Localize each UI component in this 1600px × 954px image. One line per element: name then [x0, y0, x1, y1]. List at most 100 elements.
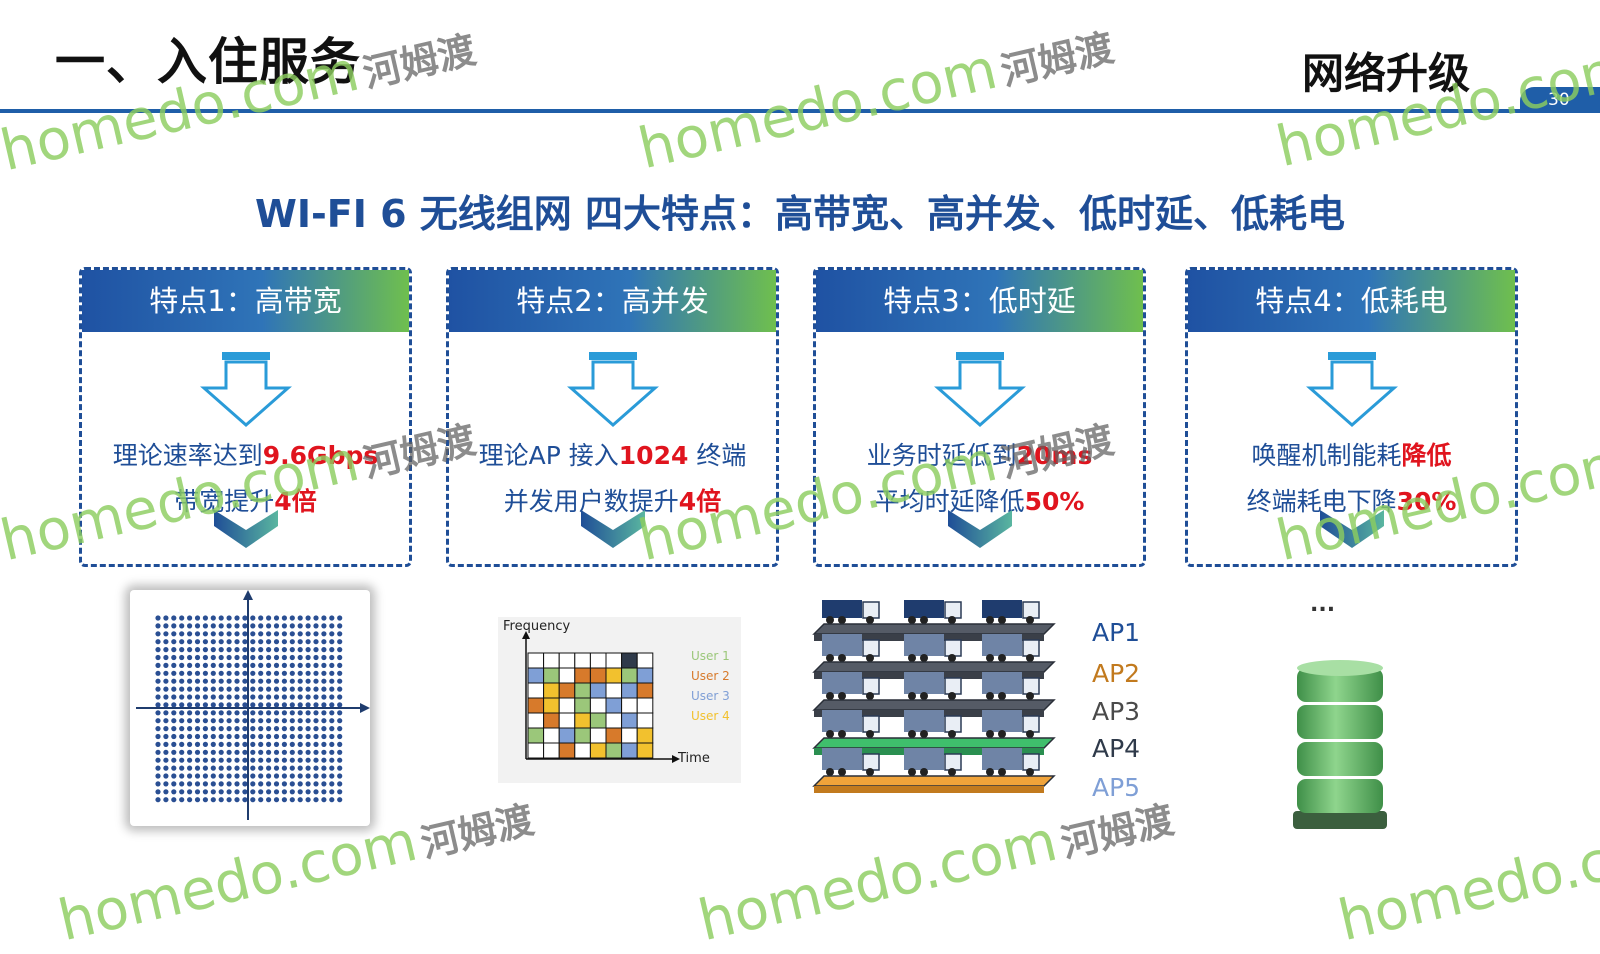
constellation-dot	[179, 797, 185, 803]
constellation-dot	[273, 678, 280, 684]
constellation-dot	[250, 702, 256, 708]
feature-card-4: 特点4：低耗电 唤醒机制能耗降低 终端耗电下降30%	[1185, 267, 1518, 567]
constellation-dot	[234, 702, 240, 708]
constellation-dot	[281, 615, 287, 621]
constellation-dot	[321, 781, 327, 787]
constellation-dot	[210, 639, 216, 645]
ofdma-cell	[636, 667, 654, 684]
constellation-dot	[179, 702, 185, 708]
constellation-dot	[163, 749, 169, 755]
constellation-dot	[273, 639, 280, 645]
ofdma-cell	[527, 652, 545, 669]
constellation-dot	[313, 726, 319, 732]
constellation-dot	[179, 662, 185, 668]
truck-icon	[904, 672, 962, 700]
constellation-dot	[179, 647, 185, 653]
constellation-dot	[258, 757, 264, 763]
constellation-dot	[321, 765, 327, 771]
constellation-dot	[321, 741, 327, 747]
constellation-dot	[250, 670, 256, 676]
constellation-dot	[329, 741, 335, 747]
constellation-dot	[202, 662, 208, 668]
ofdma-cell	[605, 727, 623, 744]
constellation-dot	[210, 670, 216, 676]
constellation-dot	[297, 631, 303, 637]
constellation-dot	[258, 670, 264, 676]
constellation-dot	[226, 726, 232, 732]
constellation-dot	[226, 749, 232, 755]
constellation-dot	[187, 757, 193, 763]
constellation-dot	[234, 726, 240, 732]
constellation-dot	[258, 615, 264, 621]
constellation-dot	[329, 781, 335, 787]
constellation-dot	[155, 694, 161, 700]
constellation-dot	[155, 718, 161, 724]
constellation-dot	[250, 710, 256, 716]
constellation-dot	[313, 654, 319, 661]
constellation-dot	[171, 757, 177, 763]
constellation-dot	[297, 670, 303, 676]
constellation-dot	[337, 741, 343, 747]
constellation-dot	[313, 615, 319, 621]
constellation-dots	[155, 615, 343, 803]
constellation-dot	[194, 757, 201, 763]
constellation-dot	[194, 678, 201, 684]
ofdma-cell	[543, 742, 560, 759]
constellation-dot	[273, 631, 280, 637]
constellation-dot	[273, 726, 280, 732]
constellation-dot	[234, 781, 240, 787]
constellation-dot	[289, 749, 295, 755]
feature-line-2: 平均时延降低50%	[874, 487, 1085, 516]
constellation-dot	[305, 781, 311, 787]
constellation-dot	[210, 631, 216, 637]
constellation-dot	[281, 662, 287, 668]
ofdma-cell	[621, 652, 638, 669]
ofdma-cell	[605, 682, 623, 699]
constellation-dot	[242, 749, 248, 755]
feature-line-2: 并发用户数提升4倍	[503, 487, 722, 516]
feature-card-title: 特点4：低耗电	[1188, 270, 1515, 332]
constellation-dot	[155, 749, 161, 755]
constellation-dot	[202, 797, 208, 803]
constellation-dot	[289, 615, 295, 621]
constellation-dot	[218, 647, 224, 653]
ofdma-cell	[621, 742, 638, 759]
constellation-dot	[313, 639, 319, 645]
constellation-dot	[226, 757, 232, 763]
constellation-dot	[155, 623, 161, 629]
constellation-dot	[321, 726, 327, 732]
ap-layer-platform	[812, 661, 1056, 673]
feature-line-1: 理论速率达到9.6Gbps	[112, 441, 379, 470]
constellation-dot	[337, 686, 343, 692]
constellation-dot	[337, 797, 343, 803]
constellation-dot	[250, 639, 256, 645]
ofdma-cell	[621, 712, 638, 729]
constellation-dot	[321, 718, 327, 724]
battery-icon	[1293, 660, 1387, 829]
constellation-dot	[313, 718, 319, 724]
ofdma-cell	[574, 682, 591, 699]
constellation-dot	[289, 662, 295, 668]
constellation-dot	[329, 765, 335, 771]
constellation-dot	[155, 662, 161, 668]
constellation-dot	[281, 781, 287, 787]
section-title: 一、入住服务	[55, 33, 361, 91]
constellation-dot	[210, 678, 216, 684]
ofdma-cell	[589, 667, 607, 684]
ofdma-cell	[527, 697, 545, 714]
constellation-dot	[250, 726, 256, 732]
constellation-dot	[273, 615, 280, 621]
constellation-dot	[266, 647, 272, 653]
ofdma-cells	[527, 652, 654, 759]
constellation-dot	[281, 631, 287, 637]
constellation-dot	[258, 623, 264, 629]
constellation-dot	[194, 789, 201, 795]
constellation-dot	[321, 702, 327, 708]
constellation-dot	[297, 726, 303, 732]
constellation-dot	[171, 639, 177, 645]
constellation-dot	[258, 686, 264, 692]
constellation-dot	[329, 718, 335, 724]
ofdma-cell	[636, 742, 654, 759]
constellation-dot	[273, 654, 280, 661]
truck-icon	[982, 710, 1040, 738]
